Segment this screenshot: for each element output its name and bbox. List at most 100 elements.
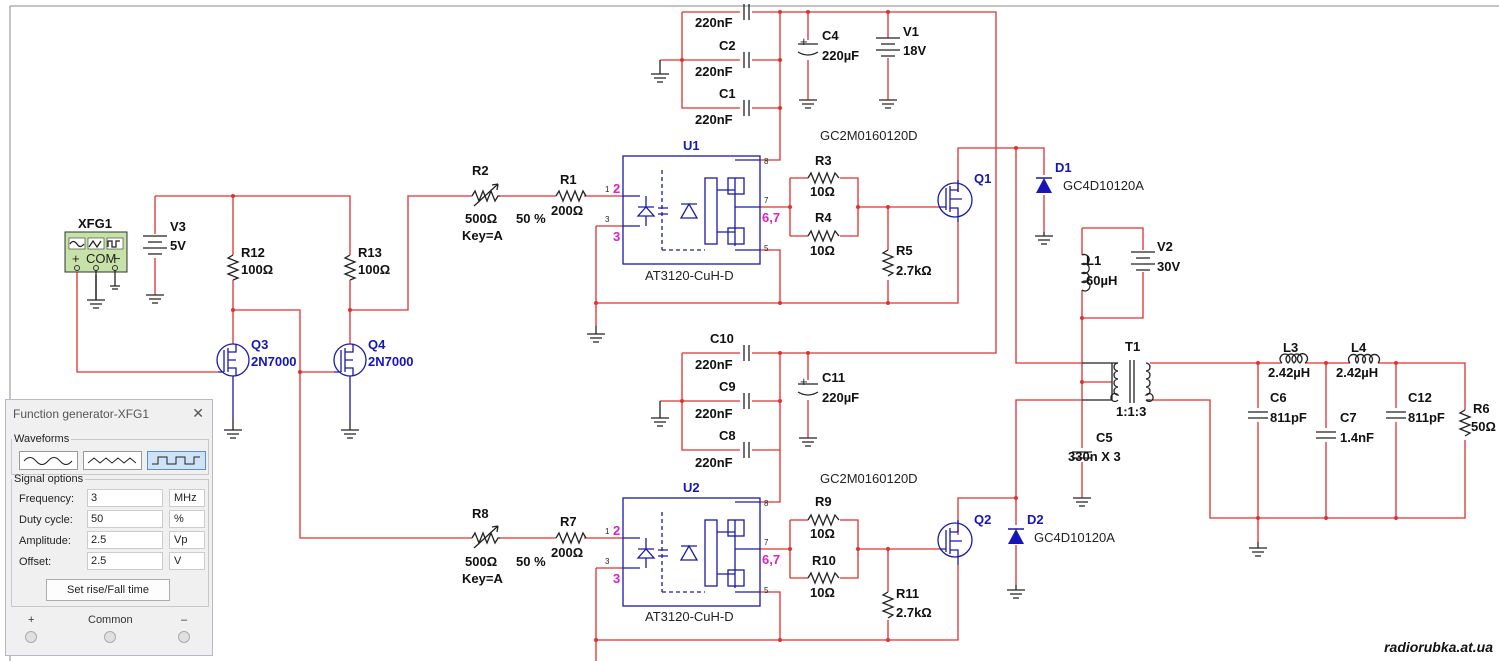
l3-value: 2.42µH [1268,365,1310,380]
square-wave-button[interactable] [147,451,206,470]
amplitude-unit-select[interactable]: Vp [169,531,205,549]
r5-value: 2.7kΩ [896,263,932,278]
offset-unit-select[interactable]: V [169,552,205,570]
duty-cycle-unit: % [169,510,205,528]
xfg1-label: XFG1 [78,216,112,231]
triangle-wave-button[interactable] [83,451,142,470]
plus-terminal-icon[interactable] [25,631,37,643]
svg-text:2: 2 [613,181,620,196]
c8-label: C8 [719,428,736,443]
u2-label: U2 [683,480,700,495]
r4-label: R4 [815,210,832,225]
xfg1-com-label: COM [86,251,116,266]
svg-text:3: 3 [605,557,610,566]
square-wave-icon [152,456,200,465]
u2-part: AT3120-CuH-D [645,609,734,624]
frequency-unit-select[interactable]: MHz [169,489,205,507]
wires [76,11,1466,661]
v3-label: V3 [170,219,186,234]
c2-value: 220nF [695,64,733,79]
r12-label: R12 [241,245,265,260]
q1-label: Q1 [974,171,991,186]
q4-label: Q4 [368,337,386,352]
svg-text:−: − [113,251,121,266]
d1-value: GC4D10120A [1063,178,1144,193]
common-terminal-icon[interactable] [104,631,116,643]
r12-value: 100Ω [241,262,273,277]
t1-value: 1:1:3 [1116,404,1146,419]
r4-value: 10Ω [810,243,835,258]
capacitor-icons [743,4,1406,459]
svg-text:+: + [800,374,808,389]
duty-cycle-label: Duty cycle: [19,514,73,526]
c7-label: C7 [1340,410,1357,425]
svg-text:3: 3 [613,229,620,244]
q1-part: GC2M0160120D [820,128,918,143]
panel-title: Function generator-XFG1 [13,407,150,421]
offset-input[interactable]: 2.5 [87,552,163,570]
svg-text:7: 7 [764,538,769,547]
r1-value: 200Ω [551,203,583,218]
r2-label: R2 [472,163,489,178]
v1-value: 18V [903,43,926,58]
d1-label: D1 [1055,160,1072,175]
battery-icons [143,37,1155,271]
amplitude-row: Amplitude: 2.5 Vp [19,531,209,551]
d2-value: GC4D10120A [1034,530,1115,545]
r1-label: R1 [560,172,577,187]
function-generator-panel: Function generator-XFG1 ✕ Waveforms Sign… [5,399,213,656]
sine-wave-button[interactable] [19,451,78,470]
svg-text:+: + [800,34,808,49]
signal-options-label: Signal options [14,473,84,485]
svg-text:1: 1 [605,527,610,536]
svg-text:5: 5 [764,244,769,253]
diode-icons [1008,177,1052,544]
q2-part: GC2M0160120D [820,471,918,486]
function-generator-symbol: + − [64,231,128,300]
c8-value: 220nF [695,455,733,470]
svg-text:1: 1 [605,185,610,194]
c10-value: 220nF [695,357,733,372]
r8-value: 500Ω [465,554,497,569]
c9-label: C9 [719,379,736,394]
u1-part: AT3120-CuH-D [645,268,734,283]
c4-value: 220µF [822,48,859,63]
frequency-input[interactable]: 3 [87,489,163,507]
c9-value: 220nF [695,406,733,421]
r8-percent: 50 % [516,554,546,569]
triangle-wave-icon [87,457,137,464]
q2-label: Q2 [974,512,991,527]
c4-label: C4 [822,28,839,43]
duty-cycle-input[interactable]: 50 [87,510,163,528]
r2-value: 500Ω [465,211,497,226]
r3-label: R3 [815,153,832,168]
r7-label: R7 [560,514,577,529]
svg-text:6,7: 6,7 [762,552,780,567]
signal-options-group: Signal options [11,473,209,607]
r2-key: Key=A [462,228,503,243]
svg-text:8: 8 [764,499,769,508]
amplitude-label: Amplitude: [19,535,71,547]
c1-value: 220nF [695,112,733,127]
optocoupler-u2 [622,497,761,607]
offset-row: Offset: 2.5 V [19,552,209,572]
c11-label: C11 [822,370,845,385]
svg-text:2: 2 [613,523,620,538]
waveforms-label: Waveforms [14,433,70,445]
l1-value: 60µH [1086,273,1117,288]
plus-terminal-label: + [28,614,35,626]
r10-value: 10Ω [810,585,835,600]
set-rise-fall-time-button[interactable]: Set rise/Fall time [46,579,170,601]
t1-label: T1 [1125,339,1140,354]
c6-label: C6 [1270,390,1287,405]
frequency-label: Frequency: [19,493,75,505]
amplitude-input[interactable]: 2.5 [87,531,163,549]
d2-label: D2 [1027,512,1044,527]
r8-key: Key=A [462,571,503,586]
v2-value: 30V [1157,259,1180,274]
r13-value: 100Ω [358,262,390,277]
common-terminal-label: Common [88,614,133,626]
minus-terminal-icon[interactable] [178,631,190,643]
resistor-icons [226,171,1472,619]
close-icon[interactable]: ✕ [192,405,204,421]
